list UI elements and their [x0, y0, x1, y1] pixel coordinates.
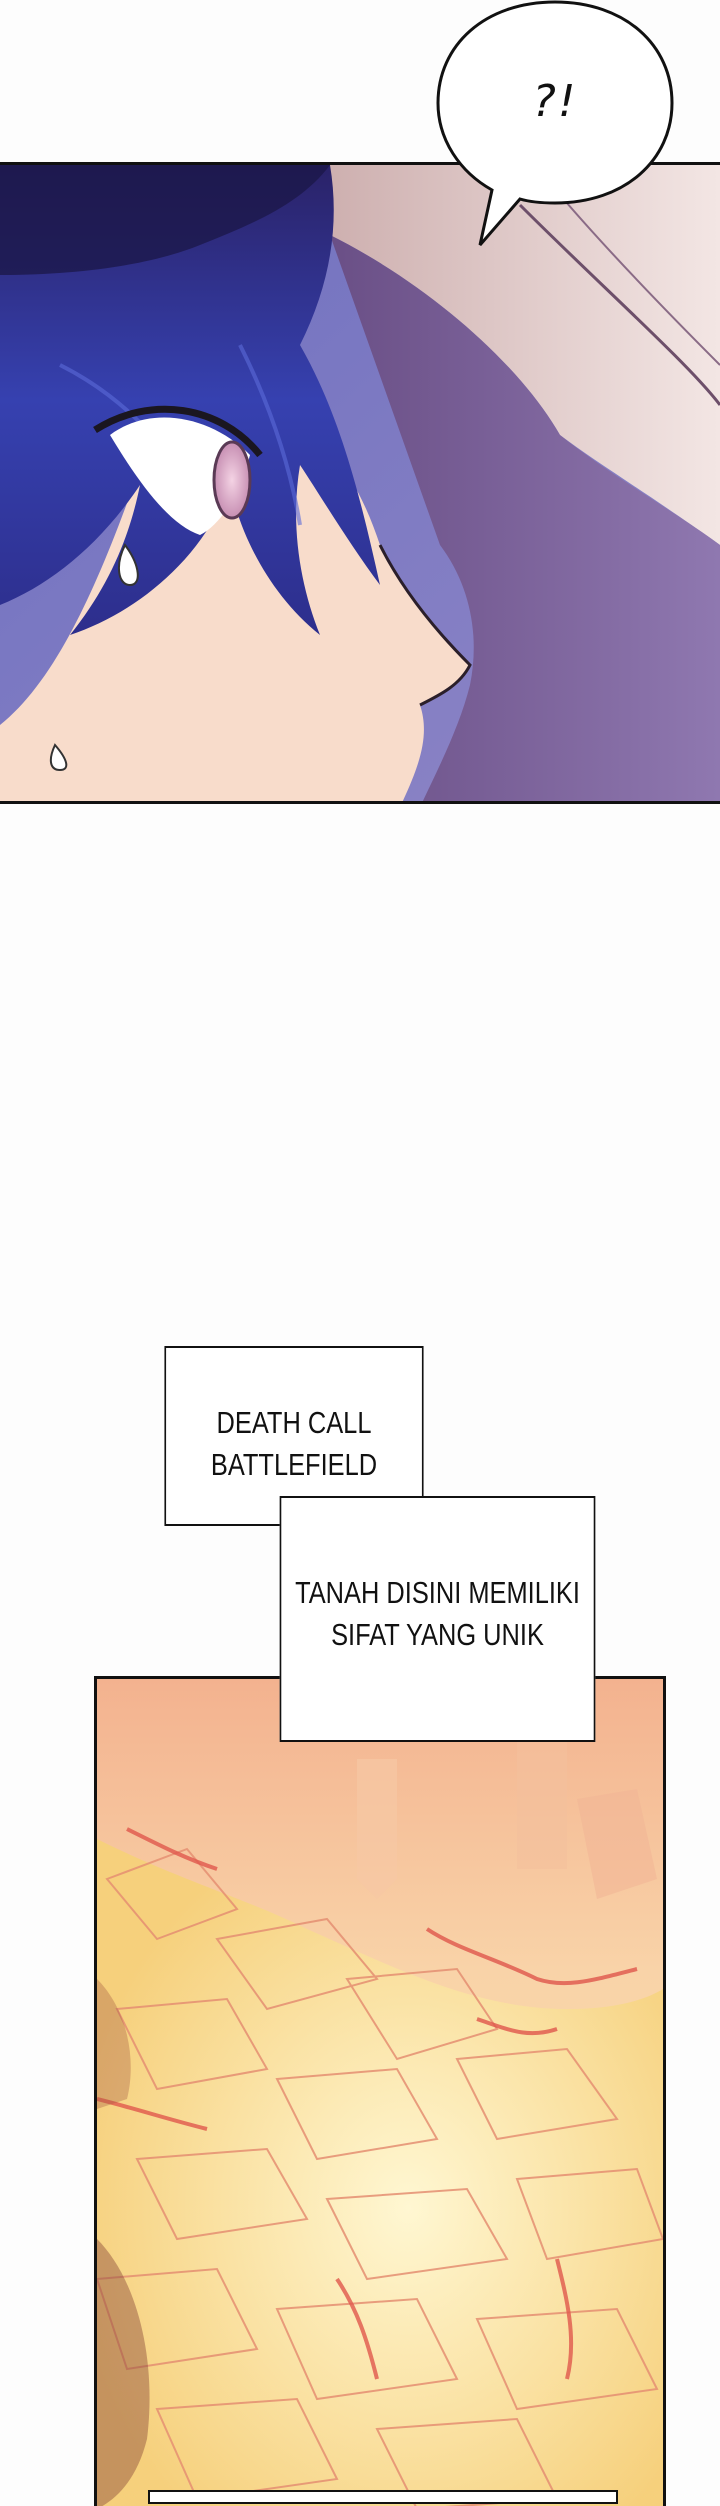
- rocky-ground: [97, 1839, 663, 2506]
- eye-iris: [212, 440, 252, 520]
- caption-line: TANAH DISINI MEMILIKI: [295, 1575, 580, 1611]
- caption-box-description: TANAH DISINI MEMILIKI SIFAT YANG UNIK: [279, 1496, 596, 1742]
- hood: [260, 165, 720, 545]
- next-caption-box-edge: [148, 2490, 618, 2504]
- battlefield-panel: [94, 1676, 666, 2506]
- sweat-drop-icon: [118, 543, 139, 587]
- face-shadow: [330, 235, 720, 801]
- hair: [0, 165, 380, 635]
- speech-bubble: ?!: [430, 0, 680, 260]
- battlefield-illustration: [97, 1679, 663, 2506]
- speech-bubble-text: ?!: [532, 76, 578, 127]
- character-closeup-panel: [0, 162, 720, 804]
- eye-white: [110, 417, 250, 535]
- red-cracks: [97, 1827, 638, 2380]
- character-closeup-illustration: [0, 165, 720, 801]
- sweat-drop-icon: [49, 743, 68, 772]
- eyelid: [93, 405, 263, 458]
- caption-line: SIFAT YANG UNIK: [331, 1617, 544, 1652]
- caption-line: BATTLEFIELD: [210, 1447, 378, 1482]
- caption-line: DEATH CALL: [216, 1405, 372, 1441]
- speech-bubble-shape: [436, 0, 674, 246]
